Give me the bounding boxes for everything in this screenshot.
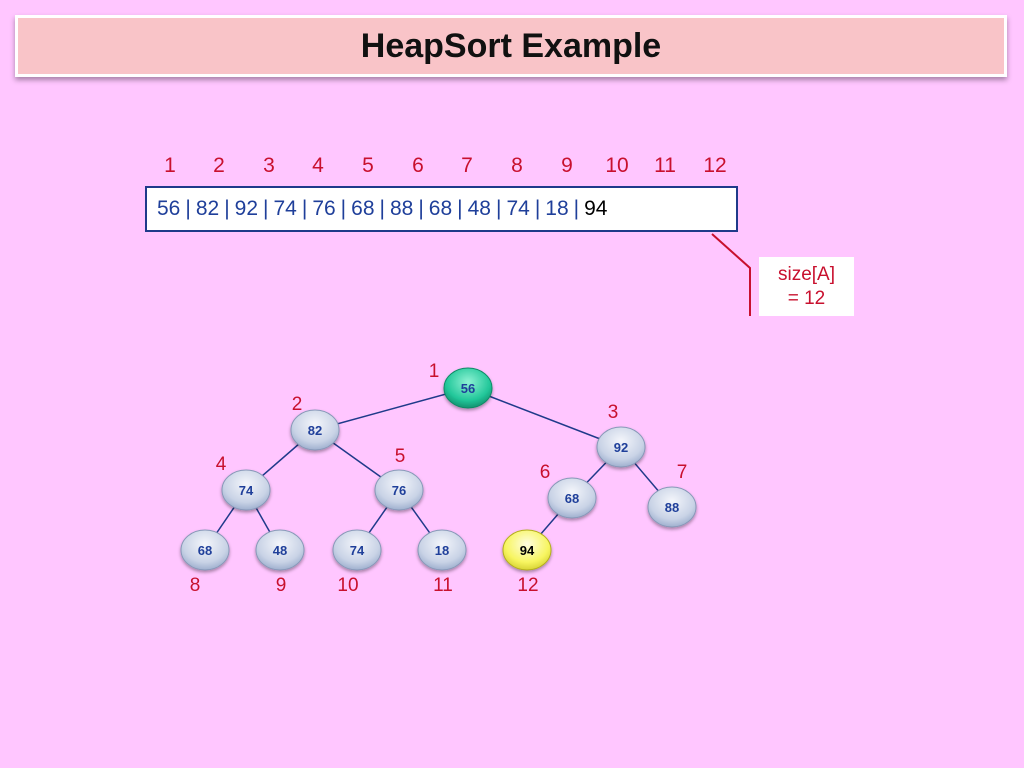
array-value-5: 76 [312, 197, 336, 220]
array-separator: | [418, 197, 424, 220]
tree-node-8: 68 [180, 529, 230, 571]
tree-node-shape [290, 409, 340, 451]
array-separator: | [495, 197, 502, 220]
array-value-10: 74 [506, 197, 530, 220]
array-value-7: 88 [389, 197, 414, 220]
tree-node-value: 18 [435, 543, 449, 558]
array-index-5: 5 [362, 154, 374, 177]
array-value-9: 48 [467, 197, 491, 220]
array-separator: | [534, 197, 541, 220]
tree-node-value: 56 [461, 381, 475, 396]
tree-node-shape [255, 529, 305, 571]
array-separator: | [379, 197, 385, 220]
array-value-12: 94 [584, 197, 608, 220]
tree-node-9: 48 [255, 529, 305, 571]
tree-node-shape [596, 426, 646, 468]
size-label-box: size[A] = 12 [759, 257, 854, 316]
size-label-line1: size[A] [777, 263, 836, 285]
tree-node-shape [374, 469, 424, 511]
tree-index-label-12: 12 [517, 575, 538, 596]
tree-node-7: 88 [647, 486, 697, 528]
array-separator: | [185, 197, 191, 220]
tree-index-label-4: 4 [216, 454, 227, 475]
array-index-10: 10 [605, 154, 629, 177]
tree-node-shape [417, 529, 467, 571]
array-value-4: 74 [273, 197, 297, 220]
size-label-line2: = 12 [787, 287, 826, 309]
tree-index-label-6: 6 [540, 462, 551, 483]
array-value-11: 18 [545, 197, 569, 220]
array-index-2: 2 [213, 154, 225, 177]
tree-node-shape [647, 486, 697, 528]
page-title: HeapSort Example [360, 26, 662, 65]
array-index-1: 1 [164, 154, 176, 177]
tree-node-value: 68 [565, 491, 579, 506]
array-index-4: 4 [312, 154, 324, 177]
tree-node-1: 56 [443, 367, 493, 409]
array-index-12: 12 [703, 154, 727, 177]
tree-index-label-3: 3 [608, 402, 619, 423]
array-value-6: 68 [351, 197, 375, 220]
tree-node-shape [443, 367, 493, 409]
tree-node-3: 92 [596, 426, 646, 468]
tree-node-5: 76 [374, 469, 424, 511]
array-separator: | [457, 197, 463, 220]
tree-node-12: 94 [502, 529, 552, 571]
tree-edges [204, 387, 673, 551]
tree-edge-1-2 [314, 387, 469, 431]
tree-index-label-11: 11 [433, 575, 453, 596]
tree-node-shape [221, 469, 271, 511]
array-value-3: 92 [234, 197, 259, 220]
array-separator: | [301, 197, 308, 220]
tree-node-value: 76 [392, 483, 406, 498]
array-index-7: 7 [461, 154, 473, 177]
array-index-3: 3 [263, 154, 275, 177]
tree-node-value: 74 [239, 483, 254, 498]
tree-index-label-10: 10 [337, 575, 358, 596]
array-value-8: 68 [428, 197, 453, 220]
tree-node-value: 92 [614, 440, 628, 455]
tree-node-value: 68 [198, 543, 212, 558]
tree-index-label-5: 5 [395, 446, 406, 467]
tree-node-value: 88 [665, 500, 679, 515]
tree-node-shape [332, 529, 382, 571]
tree-node-shape [547, 477, 597, 519]
array-separator: | [224, 197, 230, 220]
tree-node-11: 18 [417, 529, 467, 571]
array-value-2: 82 [195, 197, 220, 220]
tree-node-value: 74 [350, 543, 365, 558]
tree-node-2: 82 [290, 409, 340, 451]
array-index-11: 11 [654, 154, 676, 177]
tree-node-value: 82 [308, 423, 322, 438]
tree-node-value: 48 [273, 543, 287, 558]
tree-edge-1-3 [467, 387, 622, 448]
array-index-8: 8 [511, 154, 523, 177]
tree-index-label-9: 9 [276, 575, 287, 596]
tree-node-4: 74 [221, 469, 271, 511]
tree-index-label-8: 8 [190, 575, 201, 596]
tree-index-label-1: 1 [429, 361, 440, 382]
array-separator: | [340, 197, 347, 220]
tree-node-10: 74 [332, 529, 382, 571]
array-index-6: 6 [412, 154, 424, 177]
tree-node-shape [180, 529, 230, 571]
array-index-9: 9 [561, 154, 573, 177]
tree-index-label-2: 2 [292, 394, 303, 415]
array-value-1: 56 [157, 197, 181, 220]
array-box: 56|82|92|74|76|68|88|68|48|74|18|94 [145, 186, 738, 232]
array-separator: | [263, 197, 269, 220]
array-separator: | [573, 197, 580, 220]
tree-node-shape [502, 529, 552, 571]
tree-node-value: 94 [520, 543, 535, 558]
tree-node-6: 68 [547, 477, 597, 519]
title-bar: HeapSort Example [15, 15, 1007, 77]
tree-index-label-7: 7 [677, 462, 688, 483]
